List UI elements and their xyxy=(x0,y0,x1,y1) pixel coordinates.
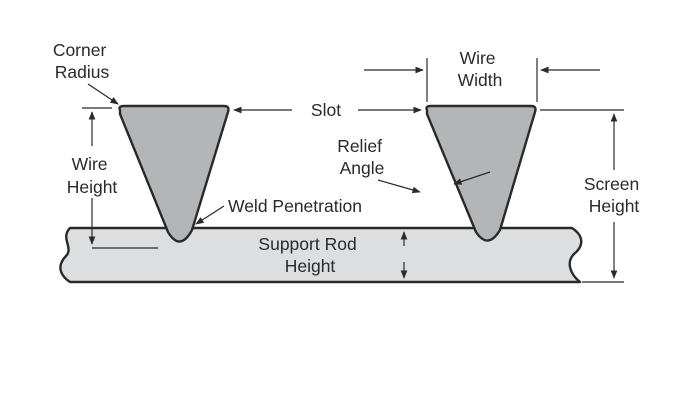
wire-height-label: Wire Height xyxy=(67,154,118,197)
weld-penetration-label: Weld Penetration xyxy=(228,196,362,216)
support-rod xyxy=(59,226,583,284)
relief-angle-label: Relief Angle xyxy=(337,136,387,178)
corner-radius-leader xyxy=(87,83,119,105)
screen-height-label: Screen Height xyxy=(584,174,644,216)
wire-height-dimension xyxy=(82,107,158,249)
wedge-wire-left xyxy=(118,104,230,243)
wire-width-label: Wire Width xyxy=(458,48,503,90)
corner-radius-label: Corner Radius xyxy=(53,40,111,82)
relief-angle-indicator xyxy=(377,171,491,194)
support-rod-height-label: Support Rod Height xyxy=(258,234,361,276)
wedge-wire-right xyxy=(425,104,537,242)
slot-label: Slot xyxy=(311,100,341,120)
screen-height-dimension xyxy=(540,109,624,283)
weld-penetration-leader xyxy=(195,205,225,225)
wire-width-dimension xyxy=(364,58,600,102)
